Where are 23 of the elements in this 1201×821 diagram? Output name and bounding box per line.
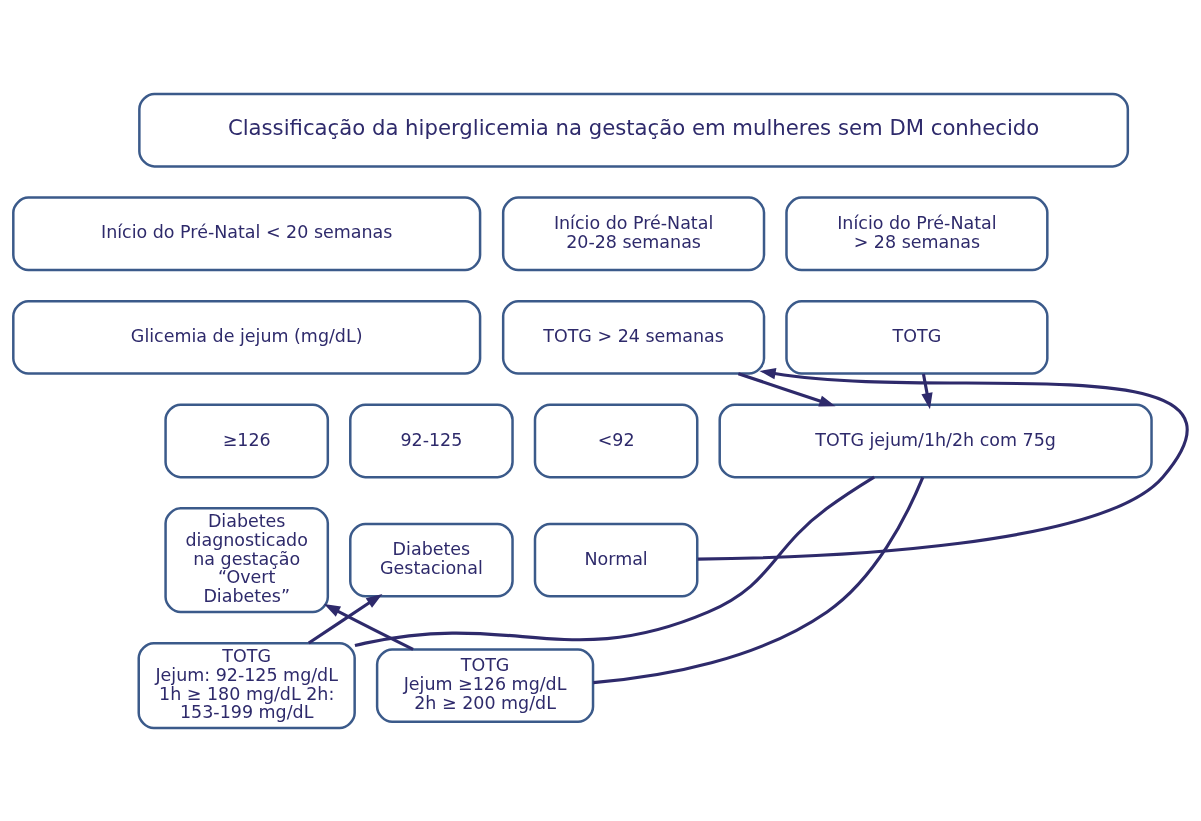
node-box: Diabetes Gestacional [349, 522, 514, 598]
arrow [307, 593, 383, 644]
arrow [921, 373, 933, 409]
node-box: ≥126 [164, 403, 330, 478]
node-box: Início do Pré-Natal 20-28 semanas [501, 195, 766, 271]
node-box: Diabetes diagnosticado na gestação “Overt Diabetes” [164, 506, 330, 613]
node-box: Início do Pré-Natal > 28 semanas [785, 195, 1049, 271]
node-box: TOTG jejum/1h/2h com 75g [718, 403, 1153, 478]
arrow [697, 367, 1189, 561]
connector [354, 475, 875, 647]
arrow [324, 603, 414, 651]
node-box: TOTG Jejum ≥126 mg/dL 2h ≥ 200 mg/dL [375, 647, 595, 723]
node-box: Normal [533, 522, 699, 598]
node-box: Classificação da hiperglicemia na gestação em mulheres sem DM conhecido [138, 92, 1130, 168]
arrow [737, 371, 836, 406]
node-box: Início do Pré-Natal < 20 semanas [12, 195, 482, 271]
node-box: Glicemia de jejum (mg/dL) [12, 299, 482, 375]
node-box: TOTG > 24 semanas [501, 299, 766, 375]
connector [593, 476, 925, 684]
node-box: <92 [533, 403, 699, 478]
node-box: TOTG [785, 299, 1049, 375]
node-box: 92-125 [349, 403, 514, 478]
node-box: TOTG Jejum: 92-125 mg/dL 1h ≥ 180 mg/dL 2h: 153-199 mg/dL [137, 641, 356, 729]
